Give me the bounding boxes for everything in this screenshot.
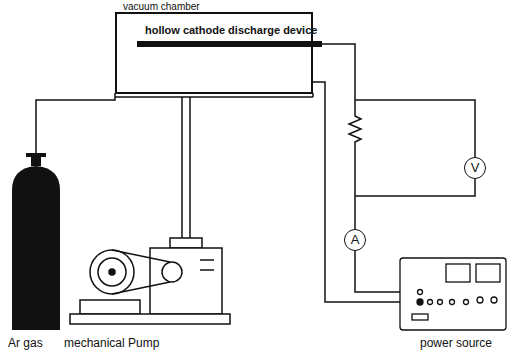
pump-pipe (181, 97, 183, 238)
meter-letter: A (345, 230, 365, 249)
wire (355, 100, 475, 157)
gas-line (36, 97, 115, 162)
part-label: Ar gas (8, 336, 43, 350)
resistor-symbol (349, 112, 361, 146)
pump-pipe (189, 97, 191, 238)
vacuum-chamber: vacuum chamberhollow cathode discharge d… (115, 12, 313, 94)
part-label: mechanical Pump (64, 336, 159, 350)
gas-cylinder (12, 153, 60, 330)
meter-letter: V (465, 158, 485, 177)
chamber-flange (115, 96, 313, 98)
chamber-title: vacuum chamber (121, 1, 202, 12)
discharge-device: hollow cathode discharge device (137, 24, 322, 47)
power-source (400, 258, 506, 330)
wire (355, 179, 475, 196)
voltmeter-symbol: V (464, 157, 486, 179)
resistor-patch (347, 112, 363, 146)
mechanical-pump (70, 238, 230, 324)
device-label: hollow cathode discharge device (137, 24, 322, 37)
cathode-bar (137, 41, 322, 47)
ammeter-symbol: A (344, 229, 366, 251)
part-label: power source (420, 336, 492, 350)
